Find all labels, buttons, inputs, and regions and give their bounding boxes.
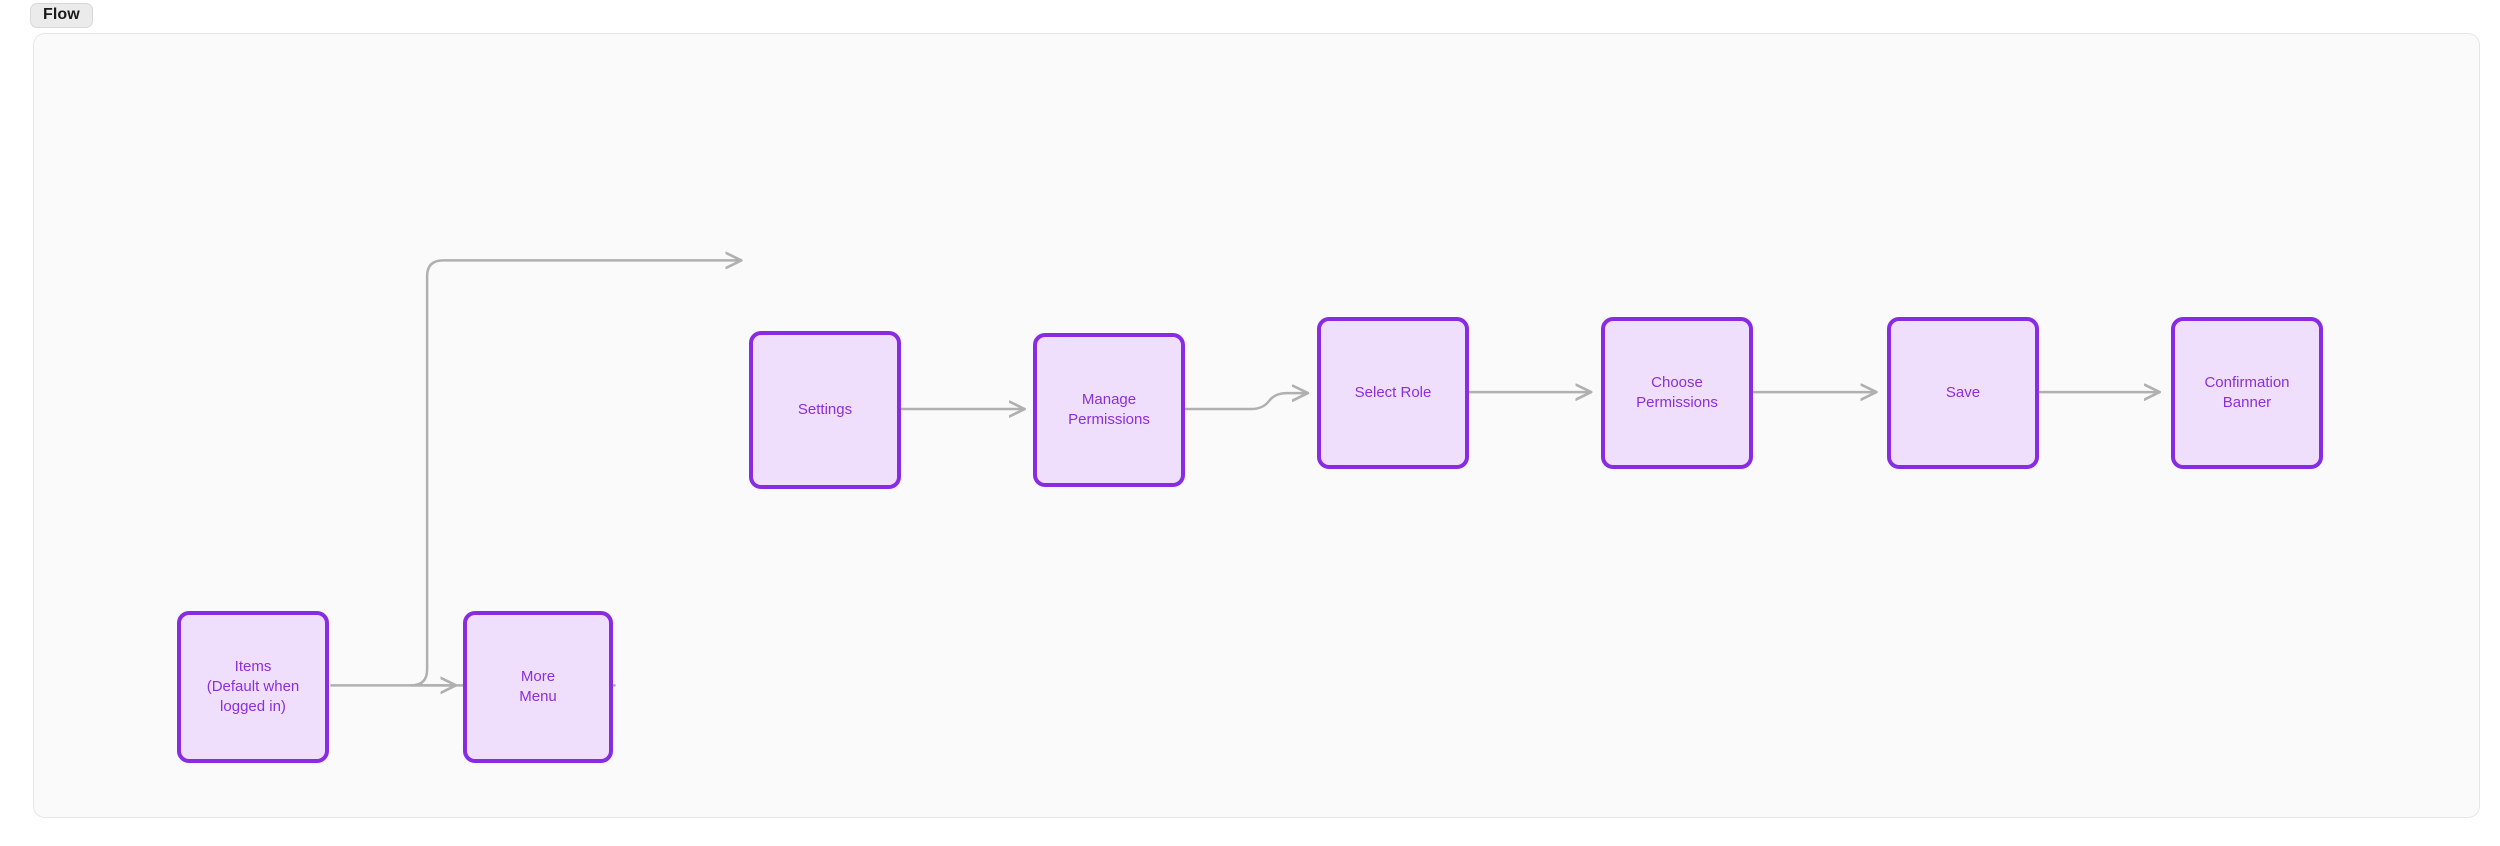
node-save[interactable]: Save — [1887, 317, 2039, 469]
node-save-label: Save — [1945, 383, 1981, 401]
node-more-menu[interactable]: More Menu — [463, 611, 613, 763]
node-more-menu-label: More Menu — [519, 667, 557, 705]
node-items[interactable]: Items (Default when logged in) — [177, 611, 329, 763]
edge-manage-permissions-to-select-role — [1183, 393, 1308, 411]
node-manage-permissions[interactable]: Manage Permissions — [1033, 333, 1185, 487]
flow-canvas[interactable]: Items (Default when logged in) More Menu… — [33, 33, 2480, 818]
tab-flow[interactable]: Flow — [30, 2, 93, 28]
node-choose-permissions[interactable]: Choose Permissions — [1601, 317, 1753, 469]
tab-bar: Flow — [30, 2, 93, 28]
node-items-label: Items (Default when logged in) — [206, 657, 300, 716]
tab-flow-label: Flow — [43, 6, 80, 23]
node-confirmation-banner[interactable]: Confirmation Banner — [2171, 317, 2323, 469]
edges-layer — [330, 34, 2479, 817]
node-select-role-label: Select Role — [1354, 383, 1432, 401]
node-settings[interactable]: Settings — [749, 331, 901, 489]
node-select-role[interactable]: Select Role — [1317, 317, 1469, 469]
node-choose-permissions-label: Choose Permissions — [1636, 373, 1718, 411]
node-manage-permissions-label: Manage Permissions — [1068, 390, 1150, 428]
node-confirmation-banner-label: Confirmation Banner — [2204, 373, 2290, 411]
node-settings-label: Settings — [797, 400, 853, 418]
